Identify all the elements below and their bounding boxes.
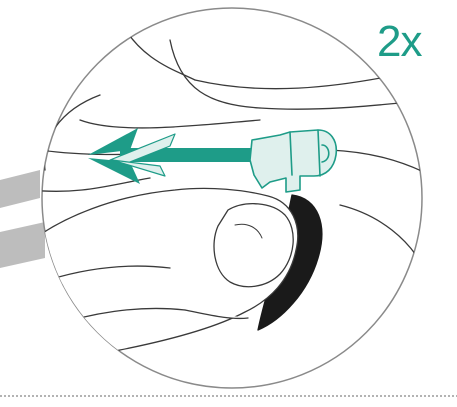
repeat-count-label: 2x [377,20,421,64]
strap-outside-circle [0,170,45,268]
